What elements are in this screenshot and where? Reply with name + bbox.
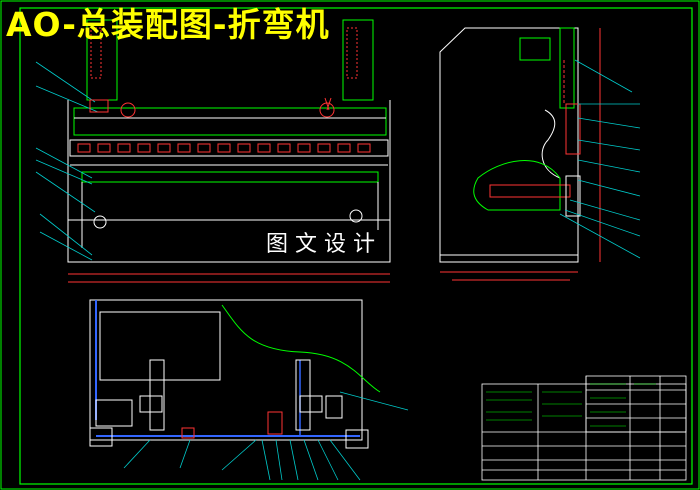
bottom-view: [89, 299, 409, 481]
bottom-leaders: [123, 391, 409, 481]
oil-tank: [99, 311, 221, 381]
left-foot-hole: [93, 215, 107, 229]
right-foot-hole: [349, 209, 363, 223]
side-leaders: [559, 59, 641, 259]
side-frame: [439, 27, 579, 263]
drawing-title: AO-总装配图-折弯机: [6, 5, 330, 44]
front-leaders: [35, 61, 99, 261]
right-column: [295, 359, 311, 431]
side-throat: [473, 160, 561, 211]
ram: [69, 139, 389, 157]
title-block: [481, 375, 687, 481]
side-cylinder: [559, 27, 575, 109]
left-hole: [120, 102, 136, 118]
upper-beam: [73, 107, 387, 136]
side-view: [439, 27, 641, 281]
frame-outline: [67, 100, 391, 263]
back-gauge: [489, 184, 571, 198]
lower-beam: [81, 171, 379, 183]
front-view: [35, 19, 391, 283]
watermark-text: 图文设计: [262, 230, 387, 260]
upper-tool-clamps: [77, 143, 371, 153]
side-motor: [519, 37, 551, 61]
left-column: [149, 359, 165, 431]
right-cylinder-housing: [342, 19, 374, 101]
oil-pipe-curve: [221, 304, 381, 393]
plan-outline: [89, 299, 363, 441]
inner-border: [19, 7, 693, 485]
pump-motor: [95, 399, 133, 427]
side-ram: [565, 103, 581, 155]
parts-list-rows: [486, 383, 656, 427]
